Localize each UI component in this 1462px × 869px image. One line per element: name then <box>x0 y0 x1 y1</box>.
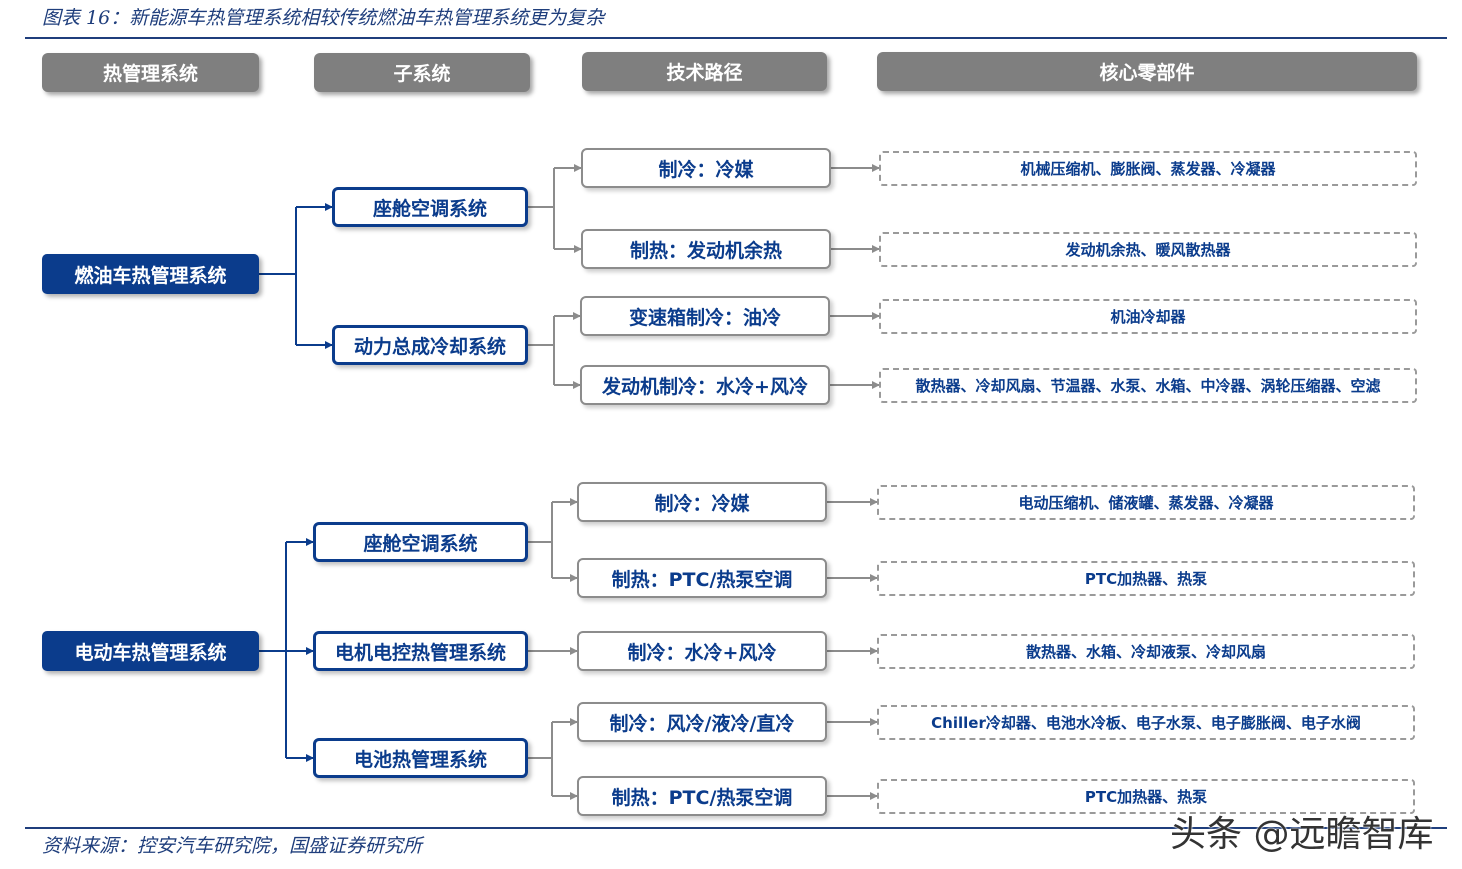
header-tech-path: 技术路径 <box>582 52 827 91</box>
tech-ev-battery-cooling: 制冷：风冷/液冷/直冷 <box>577 702 827 742</box>
parts-ev-battery-heating: PTC加热器、热泵 <box>877 779 1415 814</box>
parts-ice-cabin-heating: 发动机余热、暖风散热器 <box>879 232 1417 267</box>
tech-ev-cabin-heating: 制热：PTC/热泵空调 <box>577 558 827 598</box>
subsystem-ev-motor-control: 电机电控热管理系统 <box>313 631 528 671</box>
system-ev: 电动车热管理系统 <box>42 631 259 671</box>
subsystem-ev-battery: 电池热管理系统 <box>313 738 528 778</box>
header-core-parts: 核心零部件 <box>877 52 1417 91</box>
tech-ice-engine-cooling: 发动机制冷：水冷+风冷 <box>580 365 830 405</box>
header-system: 热管理系统 <box>42 53 259 92</box>
subsystem-ice-powertrain-cooling: 动力总成冷却系统 <box>332 325 528 365</box>
parts-ev-cabin-cooling: 电动压缩机、储液罐、蒸发器、冷凝器 <box>877 485 1415 520</box>
source-note: 资料来源：控安汽车研究院，国盛证券研究所 <box>42 835 423 857</box>
subsystem-ice-cabin-ac: 座舱空调系统 <box>332 187 528 227</box>
tech-ev-motor-cooling: 制冷：水冷+风冷 <box>577 631 827 671</box>
subsystem-ev-cabin-ac: 座舱空调系统 <box>313 522 528 562</box>
bottom-rule <box>25 827 1447 829</box>
parts-ice-engine-cooling: 散热器、冷却风扇、节温器、水泵、水箱、中冷器、涡轮压缩器、空滤 <box>879 368 1417 403</box>
system-ice: 燃油车热管理系统 <box>42 254 259 294</box>
parts-ev-battery-cooling: Chiller冷却器、电池水冷板、电子水泵、电子膨胀阀、电子水阀 <box>877 705 1415 740</box>
parts-ice-cabin-cooling: 机械压缩机、膨胀阀、蒸发器、冷凝器 <box>879 151 1417 186</box>
figure-title: 图表 16：新能源车热管理系统相较传统燃油车热管理系统更为复杂 <box>42 7 605 29</box>
top-rule <box>25 37 1447 39</box>
parts-ev-cabin-heating: PTC加热器、热泵 <box>877 561 1415 596</box>
tech-ice-gearbox-cooling: 变速箱制冷：油冷 <box>580 296 830 336</box>
watermark: 头条 @远瞻智库 <box>1170 814 1434 855</box>
tech-ice-cabin-cooling: 制冷：冷媒 <box>581 148 831 188</box>
tech-ev-cabin-cooling: 制冷：冷媒 <box>577 482 827 522</box>
parts-ice-gearbox-cooling: 机油冷却器 <box>879 299 1417 334</box>
tech-ice-cabin-heating: 制热：发动机余热 <box>581 229 831 269</box>
parts-ev-motor-cooling: 散热器、水箱、冷却液泵、冷却风扇 <box>877 634 1415 669</box>
tech-ev-battery-heating: 制热：PTC/热泵空调 <box>577 776 827 816</box>
header-subsystem: 子系统 <box>314 53 530 92</box>
